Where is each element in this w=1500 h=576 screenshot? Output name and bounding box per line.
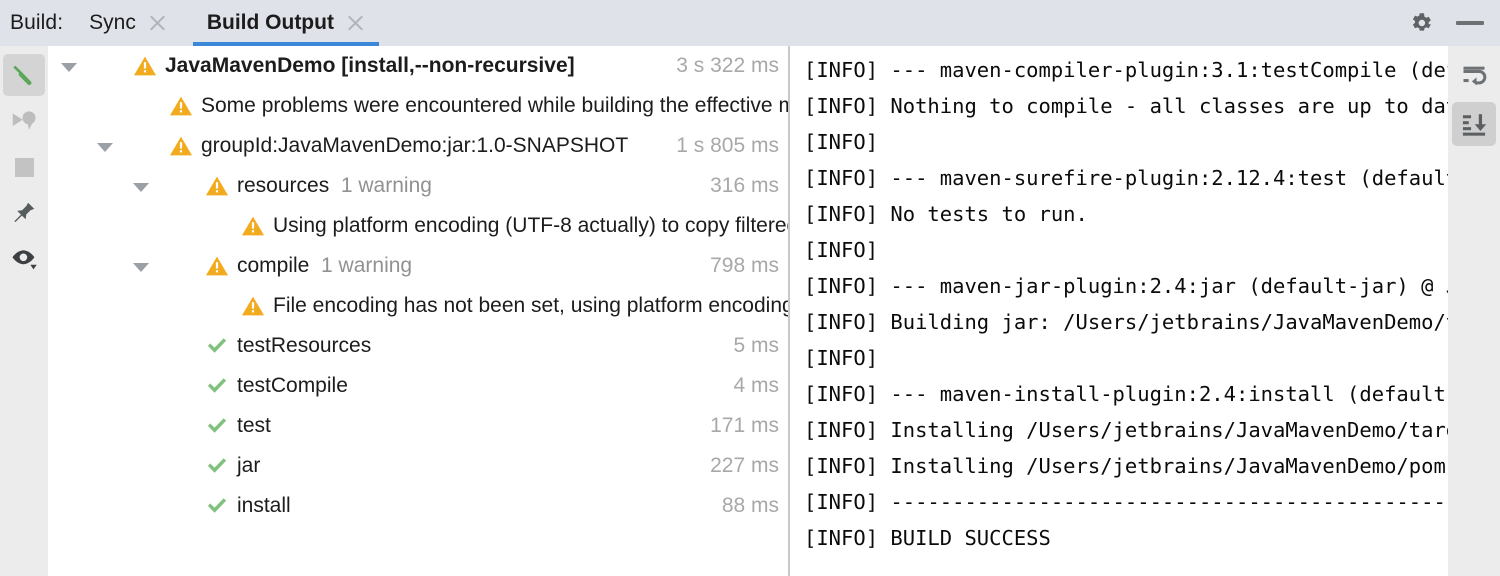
console-line: [INFO] Installing /Users/jetbrains/JavaM…	[804, 454, 1448, 478]
success-check-icon	[205, 335, 229, 362]
console-line: [INFO] No tests to run.	[804, 202, 1088, 226]
console-line: [INFO] --- maven-jar-plugin:2.4:jar (def…	[804, 274, 1448, 298]
tree-row[interactable]: Using platform encoding (UTF-8 actually)…	[49, 206, 788, 246]
console-line: [INFO] ---------------------------------…	[804, 490, 1448, 514]
tree-row[interactable]: install 88 ms	[49, 486, 788, 526]
console-line: [INFO]	[804, 346, 879, 370]
tree-row-duration: 1 s 805 ms	[676, 134, 779, 157]
tree-row[interactable]: compile 1 warning 798 ms	[49, 246, 788, 286]
tree-row[interactable]: File encoding has not been set, using pl…	[49, 286, 788, 326]
tree-row-label: testCompile	[237, 374, 348, 397]
warning-icon	[169, 135, 193, 162]
console-line: [INFO] BUILD SUCCESS	[804, 526, 1051, 550]
tree-row[interactable]: testResources 5 ms	[49, 326, 788, 366]
tree-row-label: jar	[237, 454, 261, 477]
tree-row-label: Using platform encoding (UTF-8 actually)…	[273, 214, 788, 237]
console-line: [INFO] Nothing to compile - all classes …	[804, 94, 1448, 118]
tree-row-duration: 5 ms	[733, 334, 779, 357]
warning-icon	[205, 255, 229, 282]
soft-wrap-icon[interactable]	[1452, 54, 1496, 98]
build-tabbar: Build: Sync Build Output	[0, 0, 1500, 46]
tree-row-duration: 4 ms	[733, 374, 779, 397]
build-console-output[interactable]: [INFO] [INFO] --- maven-compiler-plugin:3…	[791, 46, 1448, 576]
console-line: [INFO]	[804, 130, 879, 154]
tree-row-label: install	[237, 494, 291, 517]
tree-row-note: 1 warning	[309, 254, 413, 277]
scroll-to-end-icon[interactable]	[1452, 102, 1496, 146]
tree-row-label: groupId:JavaMavenDemo:jar:1.0-SNAPSHOT	[201, 134, 629, 157]
success-check-icon	[205, 375, 229, 402]
tree-row[interactable]: testCompile 4 ms	[49, 366, 788, 406]
console-line: [INFO] Building jar: /Users/jetbrains/Ja…	[804, 310, 1448, 334]
pin-icon[interactable]	[3, 192, 45, 234]
console-line: [INFO] Installing /Users/jetbrains/JavaM…	[804, 418, 1448, 442]
close-icon[interactable]	[149, 14, 167, 32]
stop-square-icon[interactable]	[3, 146, 45, 188]
tree-row-duration: 316 ms	[710, 174, 779, 197]
tree-row-duration: 227 ms	[710, 454, 779, 477]
console-lines: [INFO] [INFO] --- maven-compiler-plugin:3…	[804, 46, 1448, 556]
success-check-icon	[205, 455, 229, 482]
console-line: [INFO]	[804, 238, 879, 262]
tab-sync[interactable]: Sync	[75, 0, 181, 46]
chevron-down-icon[interactable]	[97, 143, 113, 152]
tree-row-label: test	[237, 414, 271, 437]
chevron-down-icon[interactable]	[133, 183, 149, 192]
left-toolbar	[0, 46, 48, 576]
tree-row-duration: 171 ms	[710, 414, 779, 437]
tree-row[interactable]: resources 1 warning 316 ms	[49, 166, 788, 206]
tree-row-label: File encoding has not been set, using pl…	[273, 294, 788, 317]
chevron-down-icon[interactable]	[133, 263, 149, 272]
tab-sync-label: Sync	[89, 11, 136, 34]
success-check-icon	[205, 495, 229, 522]
success-check-icon	[205, 415, 229, 442]
active-tab-underline	[192, 42, 379, 46]
tree-row[interactable]: jar 227 ms	[49, 446, 788, 486]
tree-row[interactable]: JavaMavenDemo [install,--non-recursive] 3…	[49, 46, 788, 86]
tree-row-label: compile 1 warning	[237, 254, 413, 277]
warning-icon	[205, 175, 229, 202]
tree-row[interactable]: Some problems were encountered while bui…	[49, 86, 788, 126]
tree-row-duration: 88 ms	[721, 494, 779, 517]
tab-build-output[interactable]: Build Output	[192, 0, 379, 46]
tree-row-label: resources 1 warning	[237, 174, 432, 197]
rerun-nine-icon[interactable]	[3, 100, 45, 142]
tree-row-label: Some problems were encountered while bui…	[201, 94, 788, 117]
eye-dropdown-icon[interactable]	[3, 238, 45, 280]
tree-row[interactable]: test 171 ms	[49, 406, 788, 446]
tree-row-note: 1 warning	[329, 174, 432, 197]
tree-row[interactable]: groupId:JavaMavenDemo:jar:1.0-SNAPSHOT 1 …	[49, 126, 788, 166]
console-line: [INFO] --- maven-install-plugin:2.4:inst…	[804, 382, 1448, 406]
warning-icon	[241, 295, 265, 322]
right-toolbar	[1448, 46, 1500, 576]
tree-row-label: testResources	[237, 334, 372, 357]
hammer-build-icon[interactable]	[3, 54, 45, 96]
tree-row-label: JavaMavenDemo [install,--non-recursive]	[165, 54, 575, 77]
console-line: [INFO] --- maven-compiler-plugin:3.1:tes…	[804, 58, 1448, 82]
tabbar-actions	[1408, 10, 1500, 36]
close-icon[interactable]	[347, 14, 365, 32]
warning-icon	[133, 55, 157, 82]
console-line: [INFO] --- maven-surefire-plugin:2.12.4:…	[804, 166, 1448, 190]
pane-splitter[interactable]	[788, 46, 790, 576]
build-tree[interactable]: JavaMavenDemo [install,--non-recursive] 3…	[49, 46, 788, 576]
gear-icon[interactable]	[1408, 10, 1434, 36]
chevron-down-icon[interactable]	[61, 63, 77, 72]
tree-row-duration: 798 ms	[710, 254, 779, 277]
warning-icon	[169, 95, 193, 122]
tree-row-duration: 3 s 322 ms	[676, 54, 779, 77]
minimize-icon[interactable]	[1456, 21, 1484, 25]
tab-build-output-label: Build Output	[206, 11, 334, 34]
build-label: Build:	[10, 11, 64, 34]
warning-icon	[241, 215, 265, 242]
